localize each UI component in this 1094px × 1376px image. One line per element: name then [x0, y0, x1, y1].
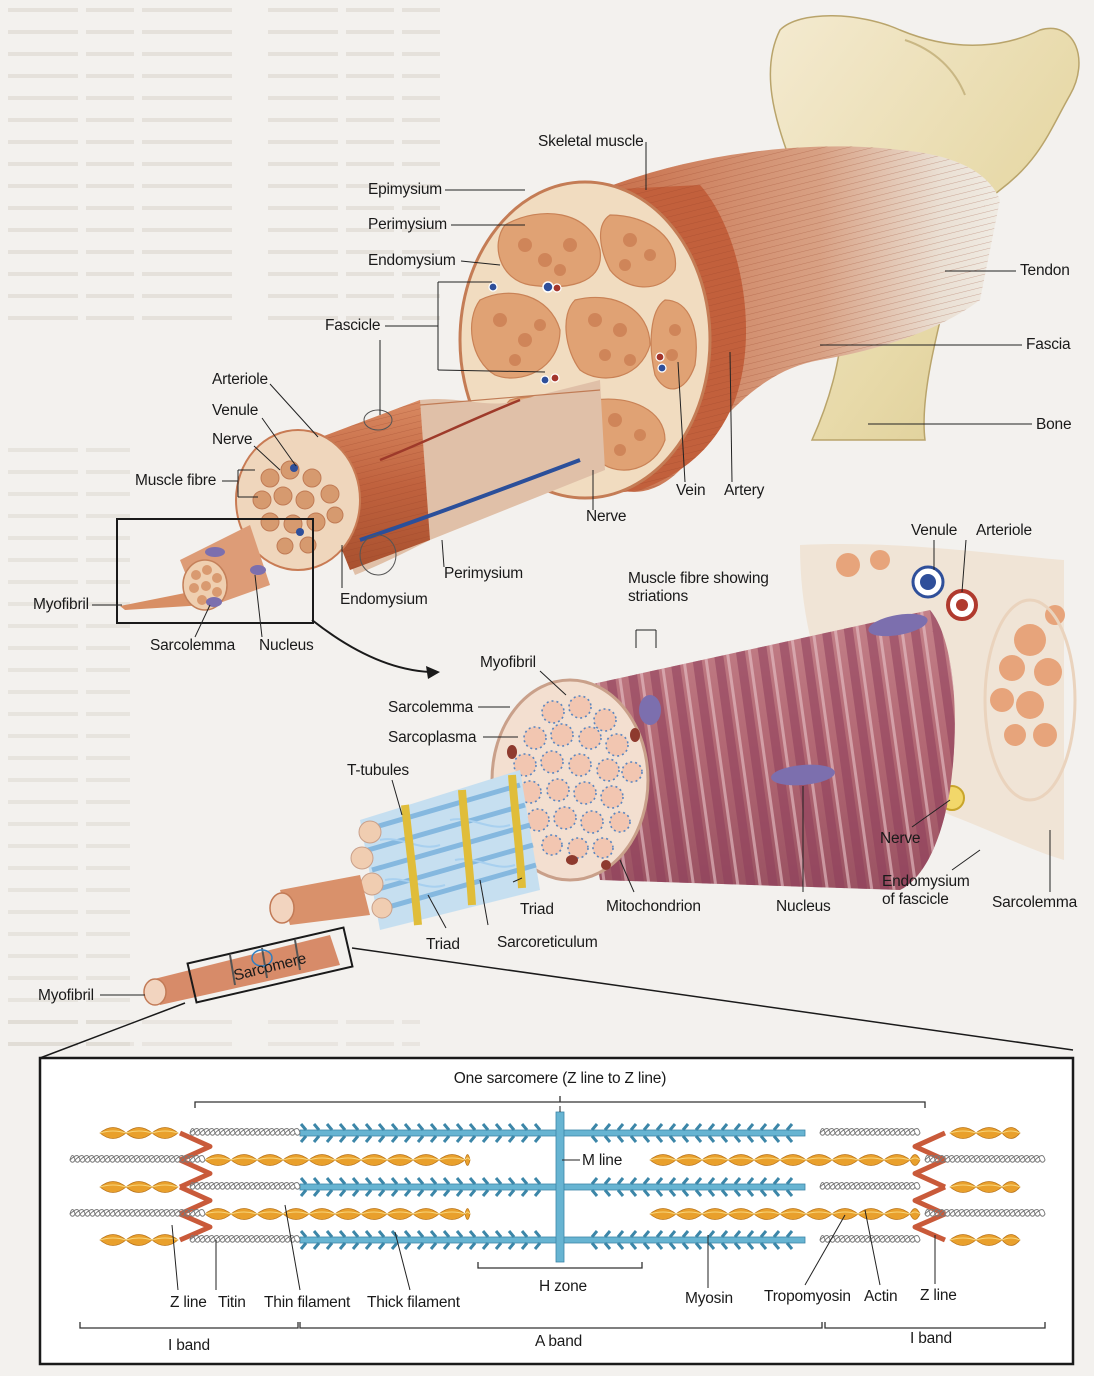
label-sarcoplasma: Sarcoplasma — [388, 729, 476, 747]
label-thin-filament: Thin filament — [264, 1294, 350, 1312]
label-nucleus-mid: Nucleus — [776, 898, 831, 916]
label-epimysium: Epimysium — [368, 181, 442, 199]
label-artery: Artery — [724, 482, 764, 500]
label-nerve-mid: Nerve — [880, 830, 920, 848]
label-myosin: Myosin — [685, 1290, 733, 1308]
label-thick-filament: Thick filament — [367, 1294, 460, 1312]
label-muscle-fibre-striations: Muscle fibre showing striations — [628, 570, 788, 606]
label-tropomyosin: Tropomyosin — [764, 1288, 851, 1306]
label-mitochondrion: Mitochondrion — [606, 898, 701, 916]
label-i-band-left: I band — [168, 1337, 210, 1355]
label-fascicle: Fascicle — [325, 317, 380, 335]
label-nerve-2: Nerve — [586, 508, 626, 526]
label-tendon: Tendon — [1020, 262, 1070, 280]
label-sarcolemma: Sarcolemma — [150, 637, 235, 655]
thin-filament-left-1 — [465, 1209, 470, 1220]
label-fascia: Fascia — [1026, 336, 1070, 354]
label-titin: Titin — [218, 1294, 246, 1312]
zoom-arrow — [312, 620, 430, 672]
label-triad-2: Triad — [426, 936, 460, 954]
label-muscle-fibre: Muscle fibre — [135, 472, 216, 490]
label-bone: Bone — [1036, 416, 1071, 434]
label-i-band-right: I band — [910, 1330, 952, 1348]
label-z-line-right: Z line — [920, 1287, 957, 1305]
label-sarcolemma-mid: Sarcolemma — [388, 699, 473, 717]
label-arteriole: Arteriole — [212, 371, 268, 389]
label-one-sarcomere: One sarcomere (Z line to Z line) — [400, 1070, 720, 1088]
label-nerve: Nerve — [212, 431, 252, 449]
label-myofibril: Myofibril — [33, 596, 89, 614]
thick-filament-2 — [300, 1237, 805, 1243]
label-h-zone: H zone — [539, 1278, 587, 1296]
label-perimysium: Perimysium — [368, 216, 447, 234]
label-t-tubules: T-tubules — [347, 762, 409, 780]
myofibril-with-tubules — [270, 770, 540, 930]
thick-filament-0 — [300, 1130, 805, 1136]
label-sarcolemma-right: Sarcolemma — [992, 894, 1077, 912]
label-vein: Vein — [676, 482, 705, 500]
label-a-band: A band — [535, 1333, 582, 1351]
label-m-line: M line — [582, 1152, 622, 1170]
label-myofibril-bottom: Myofibril — [38, 987, 94, 1005]
thin-filament-left-0 — [465, 1155, 470, 1166]
label-perimysium-2: Perimysium — [444, 565, 523, 583]
label-myofibril-mid: Myofibril — [480, 654, 536, 672]
label-skeletal-muscle: Skeletal muscle — [538, 133, 644, 151]
label-endomysium: Endomysium — [368, 252, 456, 270]
thick-filament-1 — [300, 1184, 805, 1190]
label-endomysium-2: Endomysium — [340, 591, 428, 609]
label-venule-mid: Venule — [911, 522, 957, 540]
fascicle-bundle — [236, 380, 605, 575]
label-z-line-left: Z line — [170, 1294, 207, 1312]
label-endomysium-of-fascicle: Endomysium of fascicle — [882, 873, 982, 909]
label-sarcoreticulum: Sarcoreticulum — [497, 934, 598, 952]
label-arteriole-mid: Arteriole — [976, 522, 1032, 540]
zoom-line-right — [352, 948, 1073, 1050]
m-line-bar — [556, 1112, 564, 1262]
label-triad-1: Triad — [520, 901, 554, 919]
label-venule: Venule — [212, 402, 258, 420]
muscle-fibre-small — [120, 525, 270, 610]
label-actin: Actin — [864, 1288, 897, 1306]
label-nucleus: Nucleus — [259, 637, 314, 655]
